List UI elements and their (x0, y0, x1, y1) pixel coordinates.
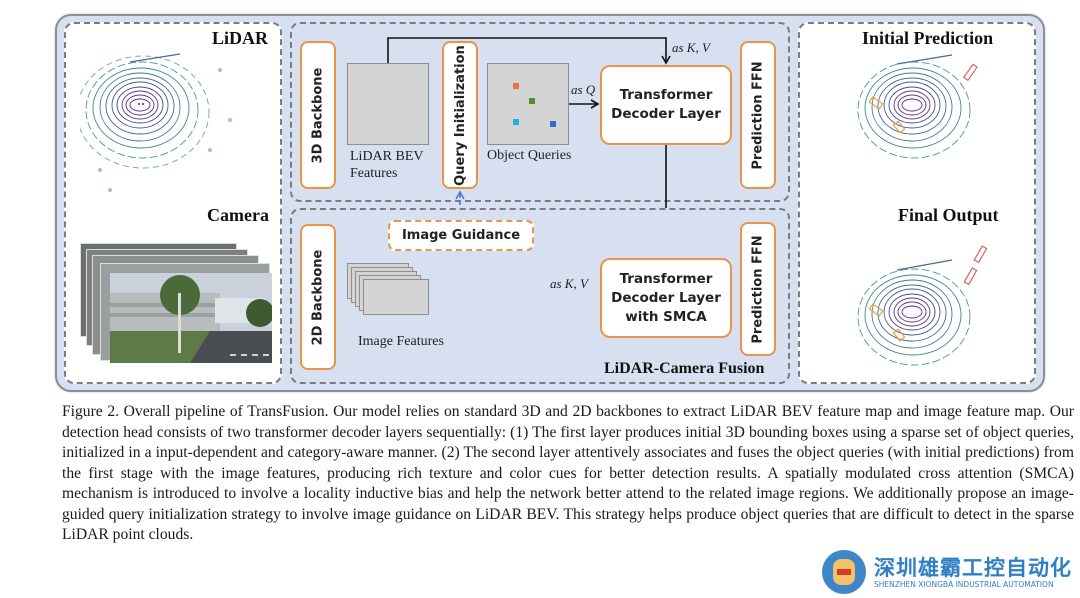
watermark: 深圳雄霸工控自动化 SHENZHEN XIONGBA INDUSTRIAL AU… (822, 548, 1080, 596)
image-guidance-label: Image Guidance (401, 228, 521, 243)
2d-backbone-block: 2D Backbone (300, 224, 336, 370)
as-kv-top-label: as K, V (672, 40, 710, 55)
object-queries-label: Object Queries (487, 148, 572, 163)
as-kv-bottom-label: as K, V (550, 276, 588, 291)
final-output-label: Final Output (898, 205, 999, 225)
query-marker-cyan (513, 119, 519, 125)
image-feature-map-5 (363, 279, 429, 315)
transformer-decoder-layer-smca: Transformer Decoder Layer with SMCA (600, 258, 732, 338)
watermark-logo (822, 550, 866, 594)
query-initialization-block: Query Initialization (442, 41, 478, 189)
as-q-label: as Q (571, 82, 596, 97)
prediction-box-orange-2 (892, 120, 906, 134)
prediction-ffn-label-bottom: Prediction FFN (750, 234, 766, 344)
kv-arrow-top (387, 37, 671, 65)
output-box-orange-2 (892, 328, 906, 342)
output-box-orange-1 (868, 303, 884, 317)
prediction-ffn-block-bottom: Prediction FFN (740, 222, 776, 356)
prediction-ffn-block-top: Prediction FFN (740, 41, 776, 189)
query-marker-green (529, 98, 535, 104)
initial-prediction-label: Initial Prediction (862, 28, 994, 48)
initial-prediction-image (857, 54, 978, 159)
watermark-subtitle: SHENZHEN XIONGBA INDUSTRIAL AUTOMATION (874, 580, 1054, 589)
mascot-icon (833, 559, 855, 585)
figure-caption-text: Figure 2. Overall pipeline of TransFusio… (62, 403, 1074, 543)
camera-image-front (110, 273, 272, 363)
3d-backbone-block: 3D Backbone (300, 41, 336, 189)
prediction-box-orange-1 (868, 96, 884, 110)
output-box-red-2 (973, 245, 988, 264)
lidar-point-cloud-image (80, 53, 232, 192)
2d-backbone-label: 2D Backbone (310, 249, 326, 345)
image-guidance-box: Image Guidance (388, 220, 534, 251)
lidar-label: LiDAR (212, 28, 269, 48)
query-marker-blue (550, 121, 556, 127)
camera-label: Camera (207, 205, 269, 225)
image-features-label: Image Features (358, 334, 444, 349)
figure-caption: Figure 2. Overall pipeline of TransFusio… (62, 402, 1074, 546)
query-marker-orange (513, 83, 519, 89)
object-queries-map (487, 63, 569, 145)
lidar-camera-fusion-label: LiDAR-Camera Fusion (604, 360, 765, 377)
output-box-red-1 (963, 267, 978, 286)
lidar-bev-feature-map (347, 63, 429, 145)
transformer-decoder-layer: Transformer Decoder Layer (600, 65, 732, 145)
watermark-title: 深圳雄霸工控自动化 (874, 556, 1072, 580)
lidar-bev-features-label: LiDAR BEV Features (350, 149, 424, 181)
final-output-image (857, 245, 988, 366)
prediction-box-red-1 (962, 63, 978, 82)
